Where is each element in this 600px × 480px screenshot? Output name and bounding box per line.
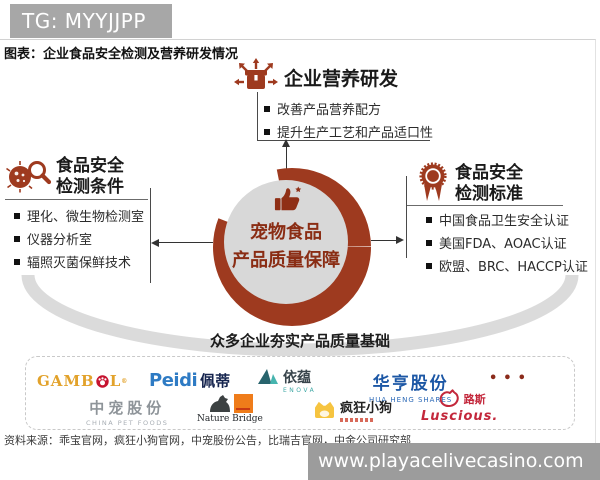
arrow-up-icon — [281, 139, 290, 147]
enova-latin: ENOVA — [283, 387, 317, 394]
gambol-paw-icon — [96, 374, 109, 388]
right-heading-line2: 检测标准 — [455, 184, 523, 204]
list-item: 仪器分析室 — [14, 229, 92, 248]
connector-line — [406, 176, 407, 258]
bullet-text: 美国FDA、AOAC认证 — [439, 237, 567, 252]
heading-underline — [5, 199, 148, 200]
luscious-cn: 路斯 — [463, 393, 486, 406]
logo-enova: 依蕴 ENOVA — [257, 367, 316, 394]
enova-triangle-icon — [258, 369, 278, 384]
bullet-text: 中国食品卫生安全认证 — [439, 214, 570, 229]
list-item: 中国食品卫生安全认证 — [426, 210, 569, 229]
bullet-text: 辐照灭菌保鲜技术 — [27, 256, 132, 271]
list-item: 辐照灭菌保鲜技术 — [14, 252, 131, 271]
bullet-square-icon — [14, 259, 20, 265]
left-panel-heading: 食品安全 检测条件 — [56, 156, 124, 198]
connector-line — [257, 140, 430, 141]
logo-chinapet: 中宠股份 CHINA PET FOODS — [86, 397, 168, 427]
quality-ring — [213, 168, 371, 326]
connector-line — [286, 146, 287, 169]
list-item: 理化、微生物检测室 — [14, 206, 144, 225]
logo-naturebridge: Nature Bridge — [197, 391, 263, 424]
naturebridge-square-icon — [234, 394, 254, 413]
medal-icon — [419, 162, 447, 201]
bullet-square-icon — [264, 129, 270, 135]
peidi-latin: Peidi — [149, 370, 198, 391]
left-heading-line2: 检测条件 — [56, 177, 124, 197]
logo-peidi: Peidi 佩蒂 — [149, 370, 230, 391]
left-heading-line1: 食品安全 — [56, 156, 124, 176]
chinapet-cn: 中宠股份 — [89, 399, 166, 417]
gambol-text-right: L — [109, 372, 122, 390]
right-panel-heading: 食品安全 检测标准 — [455, 163, 523, 205]
logo-luscious: 路斯 Luscious. — [421, 389, 498, 424]
connector-line — [158, 242, 213, 243]
dog-silhouette-icon — [210, 395, 231, 412]
bullet-square-icon — [14, 213, 20, 219]
bullet-text: 仪器分析室 — [27, 233, 93, 248]
crazydog-tagline — [340, 418, 374, 422]
swoosh-band — [21, 274, 579, 357]
list-item: 提升生产工艺和产品适口性 — [264, 122, 433, 141]
huaheng-cn: 华亨股份 — [372, 374, 449, 394]
arrow-left-icon — [151, 238, 159, 247]
yellow-dog-icon — [315, 401, 334, 419]
bullet-square-icon — [14, 236, 20, 242]
arrow-right-icon — [396, 235, 404, 244]
connector-line — [150, 188, 151, 283]
list-item: 欧盟、BRC、HACCP认证 — [426, 256, 588, 275]
enova-cn: 依蕴 — [283, 370, 311, 386]
more-companies-dots: ••• — [489, 371, 532, 386]
bullet-square-icon — [426, 263, 432, 269]
top-panel-heading: 企业营养研发 — [284, 68, 399, 90]
connector-line — [257, 92, 258, 141]
bullet-square-icon — [426, 240, 432, 246]
bullet-text: 改善产品营养配方 — [277, 103, 382, 118]
huaheng-latin: HUA HENG SHARES — [369, 396, 453, 404]
tg-channel-badge: TG: MYYJJPP — [10, 4, 172, 38]
figure-frame — [0, 39, 596, 446]
bullet-text: 欧盟、BRC、HACCP认证 — [439, 260, 588, 275]
logo-huaheng: 华亨股份 HUA HENG SHARES — [369, 369, 452, 404]
heading-underline — [407, 205, 563, 206]
microbe-magnifier-icon — [6, 161, 51, 193]
right-heading-line1: 食品安全 — [455, 163, 523, 183]
figure-title: 图表：企业食品安全检测及营养研发情况 — [4, 47, 239, 62]
bullet-text: 提升生产工艺和产品适口性 — [277, 126, 434, 141]
bullet-square-icon — [264, 106, 270, 112]
chinapet-latin: CHINA PET FOODS — [86, 419, 169, 427]
crazydog-cn: 疯狂小狗 — [340, 401, 393, 416]
luscious-pet-icon — [439, 389, 459, 408]
naturebridge-latin: Nature Bridge — [197, 414, 263, 424]
list-item: 美国FDA、AOAC认证 — [426, 233, 567, 252]
badge-title-line1: 宠物食品 — [250, 222, 322, 243]
badge-title-line2: 产品质量保障 — [232, 250, 340, 271]
connector-line — [371, 240, 397, 241]
list-item: 改善产品营养配方 — [264, 99, 381, 118]
logo-crazydog: 疯狂小狗 — [313, 397, 392, 422]
gambol-text-left: GAMB — [37, 372, 95, 390]
luscious-latin: Luscious. — [421, 409, 499, 424]
package-arrows-icon — [234, 58, 278, 89]
thumbs-up-icon — [274, 186, 302, 211]
peidi-cn: 佩蒂 — [200, 372, 231, 390]
bullet-square-icon — [426, 217, 432, 223]
bullet-text: 理化、微生物检测室 — [27, 210, 145, 225]
watermark-url: www.playacelivecasino.com — [308, 443, 600, 480]
foundation-banner-text: 众多企业夯实产品质量基础 — [209, 332, 390, 350]
